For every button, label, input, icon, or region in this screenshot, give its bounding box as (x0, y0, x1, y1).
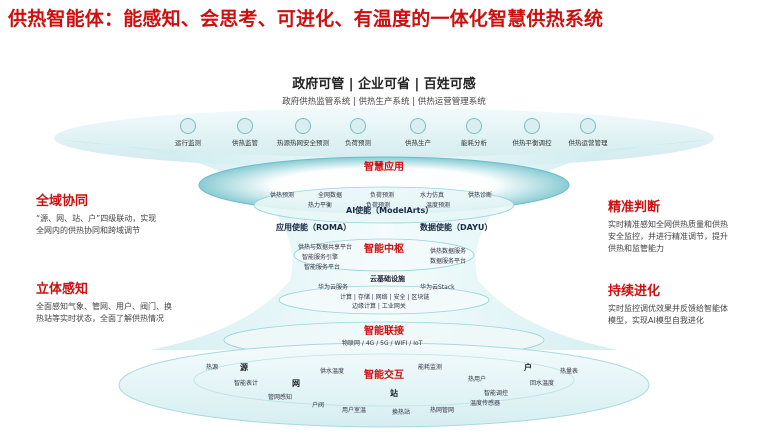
ai-roma: 应用使能（ROMA） (276, 223, 352, 232)
service-label: 供热平衡调控 (512, 139, 552, 147)
block-line: 安全监控，并进行精准调节，提升 (608, 232, 728, 241)
block-heading: 全域协同 (36, 194, 89, 209)
block-line: 全面感知气象、管网、用户、阀门、换 (36, 302, 172, 311)
layer-smart-center: 智能中枢 (364, 244, 404, 255)
layer-smart-interact: 智能交互 (364, 370, 404, 381)
block-line: “源、网、站、户”四级联动，实现 (36, 214, 157, 223)
page-title: 供热智能体：能感知、会思考、可进化、有温度的一体化智慧供热系统 (8, 8, 604, 30)
service-label: 热源热网安全预测 (277, 139, 329, 147)
subline: 政府供热监管系统 | 供热生产系统 | 供热运营管理系统 (282, 97, 486, 107)
app-item: 全网数据 (318, 192, 343, 199)
service-label: 运行监测 (175, 139, 201, 147)
bottom-item: 热用户 (468, 376, 487, 383)
headline: 政府可管 | 企业可省 | 百姓可感 (292, 77, 476, 92)
center-left-item: 智能服务平台 (304, 264, 341, 271)
bottom-item: 温度传感器 (470, 400, 501, 407)
center-left-item: 供热与数据共享平台 (298, 244, 353, 251)
bottom-item: 换热站 (392, 409, 411, 416)
ai-dayu: 数据使能（DAYU） (420, 223, 493, 232)
bottom-item: 智能调控 (484, 390, 509, 397)
factory-icon (410, 118, 426, 134)
char-station: 站 (390, 389, 398, 398)
bottom-item: 户阀 (312, 402, 325, 409)
bottom-item: 供水温度 (320, 368, 345, 375)
block-heading: 持续进化 (608, 284, 661, 299)
energy-icon (466, 118, 482, 134)
bottom-item: 热源 (206, 364, 219, 371)
center-right-item: 供热数据服务 (430, 248, 467, 255)
block-line: 模型，实现AI模型自我进化 (608, 316, 704, 325)
layer-cloud-infra: 云基础设施 (370, 275, 405, 283)
char-household: 户 (524, 363, 532, 372)
connect-text: 物联网 / 4G / 5G / WIFI / IoT (342, 340, 423, 347)
left-block-perception: 立体感知 全面感知气象、管网、用户、阀门、换 热站等实时状态，全面了解供热情况 (36, 278, 236, 325)
block-line: 供热和监管能力 (608, 244, 664, 253)
monitor-icon (180, 118, 196, 134)
char-network: 网 (292, 379, 300, 388)
app-item: 供热预测 (270, 192, 295, 199)
huawei-stack: 华为云Stack (420, 284, 455, 291)
shield-icon (295, 118, 311, 134)
app-item: 温度预测 (426, 202, 451, 209)
bottom-item: 回水温度 (530, 380, 555, 387)
block-line: 热站等实时状态，全面了解供热情况 (36, 314, 164, 323)
huawei-cloud: 华为云服务 (318, 284, 349, 291)
service-row: 运行监测 供热监管 热源热网安全预测 负荷预测 供热生产 能耗分析 供热平衡调控… (0, 118, 768, 158)
bottom-item: 智能表计 (234, 380, 259, 387)
bottom-item: 热网管网 (430, 407, 455, 414)
bottom-item: 能耗监测 (418, 364, 443, 371)
app-item: 热力平衡 (308, 202, 333, 209)
left-block-collab: 全域协同 “源、网、站、户”四级联动，实现 全网内的供热协同和跨域调节 (36, 190, 236, 237)
block-line: 实时监控调优效果并反馈给智能体 (608, 304, 728, 313)
service-label: 供热运营管理 (568, 139, 608, 147)
service-label: 供热监管 (232, 139, 258, 147)
app-item: 水力仿真 (420, 192, 445, 199)
app-item: 负荷预测 (370, 192, 395, 199)
block-heading: 精准判断 (608, 200, 661, 215)
block-line: 全网内的供热协同和跨域调节 (36, 226, 140, 235)
service-label: 供热生产 (405, 139, 431, 147)
block-line: 实时精准感知全网供热质量和供热 (608, 220, 728, 229)
bottom-item: 用户室温 (342, 407, 367, 414)
center-left-item: 智能服务引擎 (302, 254, 339, 261)
service-label: 能耗分析 (461, 139, 487, 147)
gear-icon (580, 118, 596, 134)
compute-row: 计算 | 存储 | 网络 | 安全 | 区块链 (340, 294, 430, 301)
service-label: 负荷预测 (345, 139, 371, 147)
layer-smart-app: 智慧应用 (364, 162, 404, 173)
right-block-evolution: 持续进化 实时监控调优效果并反馈给智能体 模型，实现AI模型自我进化 (608, 280, 766, 327)
bottom-item: 热量表 (560, 368, 579, 375)
char-source: 源 (240, 363, 248, 372)
block-heading: 立体感知 (36, 282, 89, 297)
ai-modelarts: AI使能（ModelArts） (346, 206, 434, 215)
chart-icon (350, 118, 366, 134)
iot-row: 边缘计算 | 工业网关 (352, 303, 406, 310)
layer-smart-connect: 智能联接 (364, 326, 404, 337)
supervise-icon (237, 118, 253, 134)
balance-icon (524, 118, 540, 134)
app-item: 负荷预测 (366, 202, 391, 209)
app-item: 供热诊断 (468, 192, 493, 199)
right-block-judgment: 精准判断 实时精准感知全网供热质量和供热 安全监控，并进行精准调节，提升 供热和… (608, 196, 766, 255)
center-right-item: 数据服务平台 (430, 258, 467, 265)
bottom-item: 管网感知 (268, 394, 293, 401)
